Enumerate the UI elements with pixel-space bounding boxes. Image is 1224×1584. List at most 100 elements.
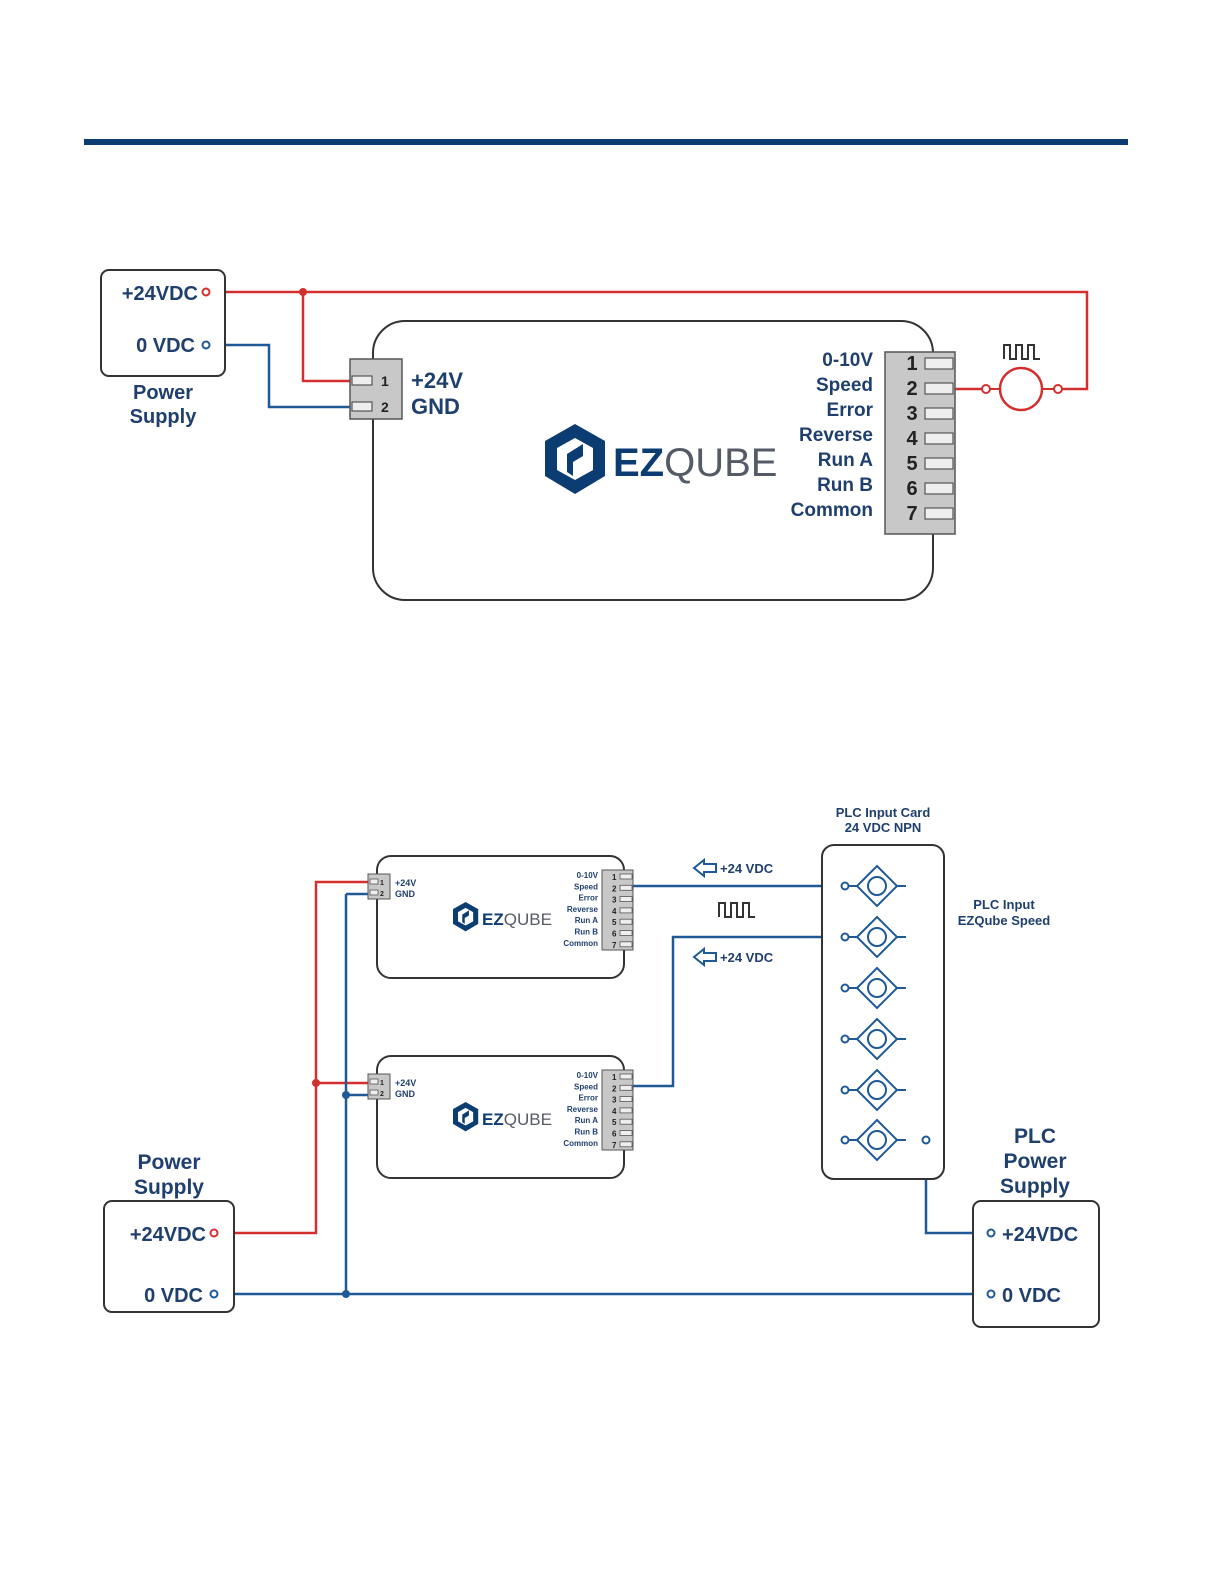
plc-input-terminal: [840, 1034, 850, 1044]
small-signal-pin: 2: [612, 884, 617, 893]
small-signal-slot: [619, 1096, 633, 1102]
signal-pin-slot: [924, 432, 954, 445]
small-power-slot: [369, 889, 379, 896]
small-power-pin-2: 2: [380, 1091, 384, 1098]
small-signal-slot: [619, 918, 633, 925]
small-signal-pin: 2: [612, 1084, 617, 1093]
ps2-caption-line2: Supply: [134, 1176, 204, 1199]
signal-label: Error: [827, 400, 874, 421]
small-signal-slot: [619, 1073, 633, 1080]
plc-input-terminal: [840, 983, 850, 993]
ezqube-logo-icon: [453, 1102, 479, 1132]
plc-ps-pos-label: +24VDC: [1002, 1224, 1078, 1246]
header-rule: [84, 139, 1128, 145]
small-power-pin-1: 1: [380, 1080, 384, 1087]
plc-input-terminal: [840, 1085, 850, 1095]
small-signal-label: Reverse: [567, 1105, 599, 1114]
signal-label: Run B: [817, 475, 873, 496]
small-brand-wordmark: EZQUBE: [482, 1110, 552, 1129]
signal-label: Reverse: [799, 425, 873, 446]
small-signal-slot: [619, 1107, 633, 1114]
diagram-plc-wiring: Power Supply +24VDC 0 VDC 12+24VGNDEZQUB…: [103, 805, 1100, 1328]
signal-pin-number: 5: [906, 453, 917, 475]
ps2-pos-label: +24VDC: [130, 1224, 206, 1246]
small-signal-label: Run A: [575, 916, 598, 925]
ps-neg-label: 0 VDC: [136, 335, 195, 357]
small-signal-slot: [619, 941, 633, 948]
small-signal-slot: [619, 1130, 633, 1136]
small-signal-pin: 1: [612, 873, 617, 882]
small-signal-label: 0-10V: [577, 1071, 599, 1080]
signal-pin-slot: [924, 357, 954, 370]
small-signal-pin: 6: [612, 930, 617, 939]
signal-label: Run A: [818, 450, 874, 471]
wires-d2: [216, 880, 988, 1298]
label-gnd: GND: [411, 394, 460, 419]
small-signal-label: Reverse: [567, 905, 599, 914]
arrow-24vdc-1: +24 VDC: [692, 857, 774, 879]
signal-pin-slot: [924, 482, 954, 495]
ezqube-logo-icon: [545, 424, 605, 494]
small-brand-bold: EZ: [482, 1110, 504, 1129]
ezqube-unit-small: 12+24VGNDEZQUBE10-10V2Speed3Error4Revers…: [367, 855, 634, 979]
small-label-gnd: GND: [395, 1089, 416, 1099]
ps-caption-line2: Supply: [130, 406, 198, 428]
plc-input-channel: [840, 1068, 906, 1112]
small-power-pin-1: 1: [380, 880, 384, 887]
small-signal-label: Run B: [574, 928, 598, 937]
small-signal-label: Error: [578, 1094, 598, 1103]
small-brand-light: QUBE: [504, 910, 552, 929]
plc-card-title-line1: PLC Input Card: [836, 805, 931, 820]
small-label-24v: +24V: [395, 1078, 416, 1088]
signal-pin-slot: [924, 382, 954, 395]
small-power-slot: [369, 1078, 379, 1085]
plc-input-terminal: [840, 932, 850, 942]
small-brand-light: QUBE: [504, 1110, 552, 1129]
small-signal-label: Run B: [574, 1128, 598, 1137]
small-signal-label: Common: [563, 1139, 598, 1148]
signal-pin-slot: [924, 407, 954, 420]
plc-input-channel: [840, 1017, 906, 1061]
small-signal-slot: [619, 1118, 633, 1125]
small-label-24v: +24V: [395, 878, 416, 888]
small-signal-label: Common: [563, 939, 598, 948]
ps-caption-line1: Power: [133, 382, 193, 404]
small-signal-label: Error: [578, 894, 598, 903]
load-meter-icon: [998, 366, 1044, 412]
brand-light: QUBE: [664, 441, 777, 485]
power-pin-2: 2: [381, 399, 389, 415]
wires-d1: [210, 288, 1089, 409]
small-signal-pin: 4: [612, 907, 617, 916]
plc-input-channel: [840, 1118, 906, 1162]
arrow-label-2: +24 VDC: [720, 950, 774, 965]
small-signal-pin: 3: [612, 1096, 617, 1105]
small-signal-slot: [619, 907, 633, 914]
small-signal-label: Speed: [574, 882, 598, 891]
small-label-gnd: GND: [395, 889, 416, 899]
ps2-caption-line1: Power: [137, 1151, 200, 1174]
power-connector-d1: 1 2: [349, 358, 403, 420]
signal-pin-number: 4: [906, 428, 918, 450]
ps2-neg-label: 0 VDC: [144, 1285, 203, 1307]
signal-label: 0-10V: [822, 350, 873, 371]
small-signal-label: Speed: [574, 1082, 598, 1091]
diagram-single-unit: +24VDC 0 VDC Power Supply 1 2 +24V GND: [100, 269, 1089, 601]
plc-card-title-line2: 24 VDC NPN: [845, 820, 922, 835]
arrow-label-1: +24 VDC: [720, 861, 774, 876]
small-signal-pin: 7: [612, 941, 617, 950]
power-supply-d1: +24VDC 0 VDC Power Supply: [100, 269, 226, 428]
ezqube-unit-small: 12+24VGNDEZQUBE10-10V2Speed3Error4Revers…: [367, 1055, 634, 1179]
plc-ps-caption-line2: Power: [1003, 1150, 1066, 1173]
signal-pin-number: 1: [906, 353, 917, 375]
signal-label: Speed: [816, 375, 873, 396]
plc-input-channel: [840, 864, 906, 908]
signal-pin-slot: [924, 457, 954, 470]
small-brand-bold: EZ: [482, 910, 504, 929]
small-signal-slot: [619, 884, 633, 891]
small-signal-pin: 4: [612, 1107, 617, 1116]
plc-ps-caption-line3: Supply: [1000, 1175, 1070, 1198]
signal-pin-number: 2: [906, 378, 917, 400]
small-signal-pin: 6: [612, 1130, 617, 1139]
signal-pin-number: 7: [906, 503, 917, 525]
